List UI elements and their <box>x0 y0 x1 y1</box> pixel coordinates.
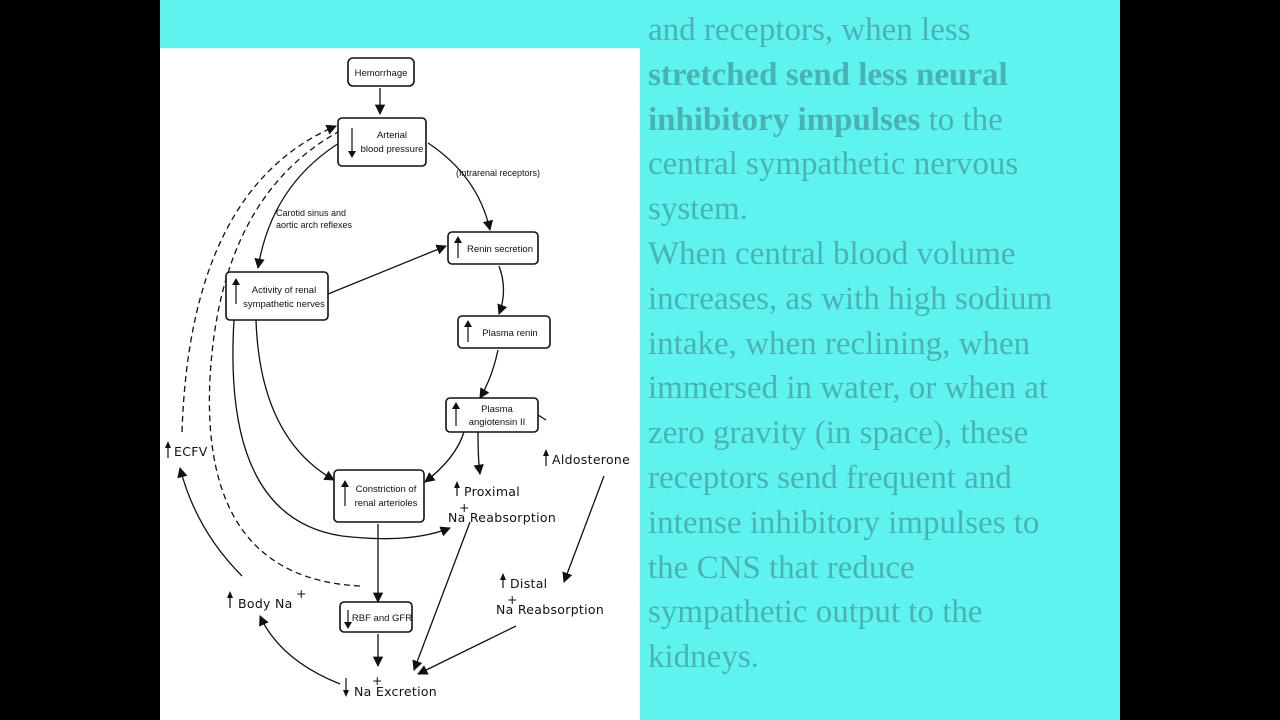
proximal-na-text: Na Reabsorption <box>448 510 556 525</box>
label-aortic-arch: aortic arch reflexes <box>276 220 353 230</box>
edge-angiotensin-to-constriction <box>424 431 465 483</box>
text-fragment: to the <box>920 101 1003 138</box>
edge-ecfv-to-bp-dashed <box>181 124 337 433</box>
distal-na-text: Na Reabsorption <box>496 602 604 617</box>
body-na-text: Body Na <box>238 596 293 611</box>
node-hemorrhage: Hemorrhage <box>347 57 415 87</box>
node-label: Activity of renal <box>252 285 316 296</box>
renin-angiotensin-diagram: Hemorrhage Arterial blood pressure Renin… <box>165 57 630 699</box>
ecfv-text: ECFV <box>174 444 208 459</box>
text-line: inhibitory impulses to the <box>648 98 1118 143</box>
node-label: Hemorrhage <box>355 68 408 79</box>
node-plasma-renin: Plasma renin <box>457 315 551 349</box>
na-excretion-text: Na Excretion <box>354 684 437 699</box>
edge-sympathetic-to-proximal <box>232 319 451 540</box>
text-line: intense inhibitory impulses to <box>648 504 1040 541</box>
text-line: system. <box>648 191 748 228</box>
label-aldosterone: Aldosterone <box>543 449 630 467</box>
superscript-plus: + <box>507 592 518 607</box>
text-line: zero gravity (in space), these <box>648 415 1029 452</box>
up-arrow-head <box>341 480 349 487</box>
edge-sympathetic-to-constriction <box>255 319 335 481</box>
node-label: Plasma <box>481 404 513 415</box>
node-plasma-angiotensin-ii: Plasma angiotensin II <box>445 397 539 433</box>
label-ecfv: ECFV <box>165 441 208 459</box>
edge-rbf-to-bp-dashed <box>208 131 361 587</box>
label-intrarenal-receptors: (Intrarenal receptors) <box>456 168 540 178</box>
label-distal-reabsorption: Distal Na Reabsorption + <box>496 573 604 617</box>
node-label: angiotensin II <box>469 417 526 428</box>
slide-text-block: and receptors, when less stretched send … <box>648 8 1118 680</box>
bold-text: inhibitory impulses <box>648 101 921 138</box>
text-line: receptors send frequent and <box>648 459 1012 496</box>
edge-renin-secretion-to-plasma-renin <box>497 265 508 315</box>
text-line: central sympathetic nervous <box>648 146 1019 183</box>
edge-bp-to-sympathetic <box>254 139 345 270</box>
edge-plasma-renin-to-angiotensin <box>479 349 499 399</box>
text-line: and receptors, when less <box>648 12 971 48</box>
text-line: kidneys. <box>648 639 759 676</box>
node-renin-secretion: Renin secretion <box>447 231 539 265</box>
bold-text: send less neural <box>785 56 1008 93</box>
up-arrow-head <box>232 278 240 285</box>
superscript-plus: + <box>296 586 307 601</box>
node-label: blood pressure <box>361 144 424 155</box>
node-label: sympathetic nerves <box>243 299 325 310</box>
up-arrow-head <box>464 320 472 327</box>
edge-proximal-to-excretion <box>412 521 471 671</box>
up-arrow-head <box>454 236 462 243</box>
node-label: RBF and GFR <box>352 613 412 624</box>
edge-aldosterone-to-distal <box>562 475 605 583</box>
label-carotid-sinus: Carotid sinus and <box>276 208 346 218</box>
edge-excretion-to-body-na <box>259 615 341 685</box>
text-line: intake, when reclining, when <box>648 325 1031 362</box>
label-na-excretion: Na Excretion + <box>343 673 437 699</box>
text-line: sympathetic output to the <box>648 594 983 631</box>
superscript-plus: + <box>372 673 383 688</box>
text-line: stretched send less neural <box>648 53 1118 98</box>
up-arrow-head <box>452 402 460 409</box>
edge-bp-to-renin-secretion <box>427 142 494 232</box>
text-line: the CNS that reduce <box>648 549 915 586</box>
label-proximal-reabsorption: Proximal Na Reabsorption + <box>448 481 556 525</box>
node-rbf-gfr: RBF and GFR <box>339 601 413 633</box>
edge-sympathetic-to-renin <box>327 244 447 295</box>
distal-text: Distal <box>510 576 547 591</box>
label-body-na: Body Na + <box>227 586 307 611</box>
node-renal-sympathetic-nerves: Activity of renal sympathetic nerves <box>225 271 329 321</box>
superscript-plus: + <box>459 500 470 515</box>
node-constriction-renal-arterioles: Constriction of renal arterioles <box>333 469 425 523</box>
node-label: renal arterioles <box>355 498 418 509</box>
text-line: When central blood volume <box>648 235 1016 272</box>
bold-text: stretched <box>648 56 786 93</box>
down-arrow-head <box>344 622 352 629</box>
text-line: increases, as with high sodium <box>648 280 1053 317</box>
node-label: Renin secretion <box>467 244 533 255</box>
edge-distal-to-excretion <box>417 625 517 675</box>
node-label: Constriction of <box>356 484 417 495</box>
edge-angiotensin-to-proximal <box>473 431 484 476</box>
proximal-text: Proximal <box>464 484 520 499</box>
node-label: Arterial <box>377 130 407 141</box>
node-arterial-blood-pressure: Arterial blood pressure <box>337 117 427 167</box>
edge-body-na-to-ecfv <box>177 466 243 577</box>
diagram-panel: Hemorrhage Arterial blood pressure Renin… <box>160 48 640 720</box>
down-arrow-head <box>348 151 356 158</box>
aldosterone-text: Aldosterone <box>552 452 630 467</box>
text-line: immersed in water, or when at <box>648 370 1049 407</box>
node-label: Plasma renin <box>482 328 537 339</box>
